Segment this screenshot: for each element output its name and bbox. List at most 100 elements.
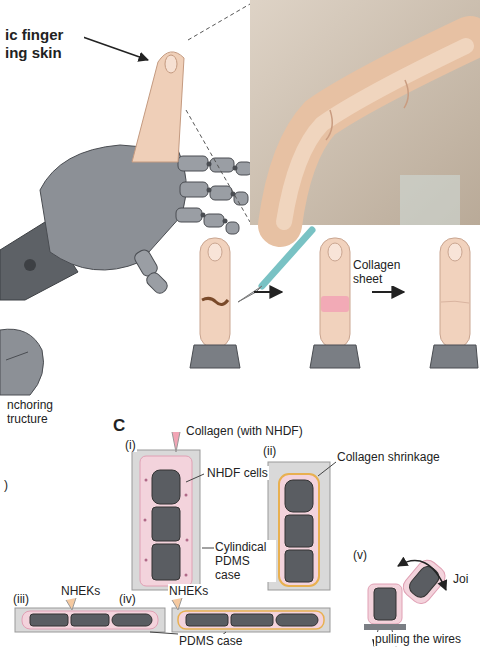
figure-label: NHDF cells [206, 466, 269, 480]
repair-sequence-part-part [200, 238, 230, 348]
finger-photo-part [280, 38, 470, 225]
case-steps-iii-iv-part [15, 608, 165, 632]
repair-sequence-part [202, 298, 228, 304]
robotic-hand-part-part [236, 162, 252, 175]
case-step-v-part [364, 624, 406, 630]
case-step-i-part [144, 479, 189, 577]
case-steps-iii-iv-part-part [112, 614, 152, 626]
case-step-ii-part [279, 474, 319, 586]
case-step-i-part-part [185, 574, 188, 577]
finger-photo-part [400, 175, 460, 225]
case-step-i-part-part [145, 479, 148, 482]
case-step-i-part [140, 456, 192, 586]
case-step-ii-part-part [285, 515, 313, 547]
case-steps-iii-iv-part-part [71, 614, 109, 626]
figure-label: nchoring tructure [6, 398, 74, 426]
anchoring-structure-part [6, 352, 28, 360]
case-step-ii [268, 462, 336, 590]
repair-sequence-part [372, 291, 404, 293]
repair-sequence-part [190, 345, 478, 368]
figure-label: Collagen sheet [352, 258, 416, 286]
figure-label: (iv) [118, 592, 137, 606]
case-steps-iii-iv-part [150, 632, 178, 634]
figure-label: PDMS case [178, 634, 243, 648]
repair-sequence-part [208, 243, 462, 261]
case-step-i-part [132, 450, 200, 590]
case-steps-iii-iv-part [178, 611, 324, 629]
case-step-v-part [374, 588, 396, 620]
figure-label: ic finger ing skin [4, 26, 84, 62]
case-step-i [132, 432, 214, 590]
finger-photo-part [404, 80, 408, 108]
case-steps-iii-iv-part [186, 614, 318, 626]
repair-sequence-part-part [190, 345, 240, 368]
robotic-hand-part-part [144, 270, 169, 295]
case-step-ii-part-part [285, 480, 313, 512]
case-step-i-part [172, 432, 180, 452]
repair-sequence-part-part [440, 238, 470, 348]
figure-label: (i) [124, 438, 137, 452]
figure-label: (iii) [12, 592, 30, 606]
robotic-hand-part-part [176, 208, 202, 222]
robotic-hand-part-part [233, 166, 238, 171]
robotic-hand-part [40, 145, 186, 270]
figure-label: pulling the wires [374, 632, 462, 646]
robotic-hand-part [80, 36, 148, 60]
finger-photo-part [326, 110, 332, 140]
robotic-hand [0, 4, 252, 300]
repair-sequence-part-part [310, 345, 360, 368]
robotic-hand-part [133, 156, 252, 296]
case-steps-iii-iv-part [172, 608, 330, 632]
case-step-ii-part [285, 480, 313, 582]
repair-sequence-part [441, 301, 469, 303]
case-steps-iii-iv-part-part [276, 614, 318, 626]
figure-label: Collagen (with NHDF) [185, 424, 304, 438]
robotic-hand-part-part [207, 188, 212, 193]
robotic-hand-part-part [178, 156, 208, 171]
case-steps-iii-iv-part [30, 614, 152, 626]
figure-label: (ii) [262, 444, 277, 458]
robotic-hand-part-part [226, 222, 239, 234]
repair-sequence-part-part [320, 238, 350, 348]
figure-label: C [112, 416, 126, 436]
case-step-v-part [368, 584, 402, 624]
repair-sequence-part [321, 296, 349, 312]
case-step-i-part-part [145, 559, 148, 562]
robotic-hand-part [132, 52, 184, 162]
figure-label: NHEKs [168, 584, 209, 598]
case-steps-iii-iv-part-part [186, 614, 228, 626]
case-step-i-part-part [186, 539, 189, 542]
repair-sequence-part-part [430, 345, 478, 368]
repair-sequence-part-part [328, 243, 342, 261]
case-step-i-part [152, 470, 180, 580]
robotic-hand-part [24, 259, 36, 271]
case-step-i-part-part [152, 470, 180, 504]
finger-photo [250, 0, 480, 225]
robotic-hand-part [201, 162, 238, 224]
figure-label: NHEKs [60, 584, 101, 598]
figure-label: Joi [452, 572, 469, 586]
case-steps-iii-iv-part [172, 598, 182, 610]
robotic-hand-part [186, 110, 250, 222]
case-step-ii-part-part [285, 550, 313, 582]
case-step-i-part-part [144, 519, 147, 522]
robotic-hand-part-part [204, 214, 224, 227]
case-step-i-part-part [152, 507, 180, 541]
robotic-hand-part-part [223, 219, 228, 224]
case-step-i-part-part [152, 544, 180, 580]
figure-label: Collagen shrinkage [336, 450, 441, 464]
case-step-i-part-part [185, 494, 188, 497]
case-step-v-part-part [406, 563, 442, 600]
case-steps-iii-iv-part [22, 611, 158, 629]
robotic-hand-part-part [180, 182, 208, 197]
repair-sequence-part-part [448, 243, 462, 261]
robotic-hand-part-part [210, 186, 232, 200]
robotic-hand-part-part [201, 213, 206, 218]
repair-sequence-part [200, 238, 470, 348]
finger-photo-part [250, 0, 480, 225]
robotic-hand-part [165, 55, 177, 73]
anchoring-structure [0, 329, 44, 395]
robotic-hand-part-part [210, 158, 234, 172]
